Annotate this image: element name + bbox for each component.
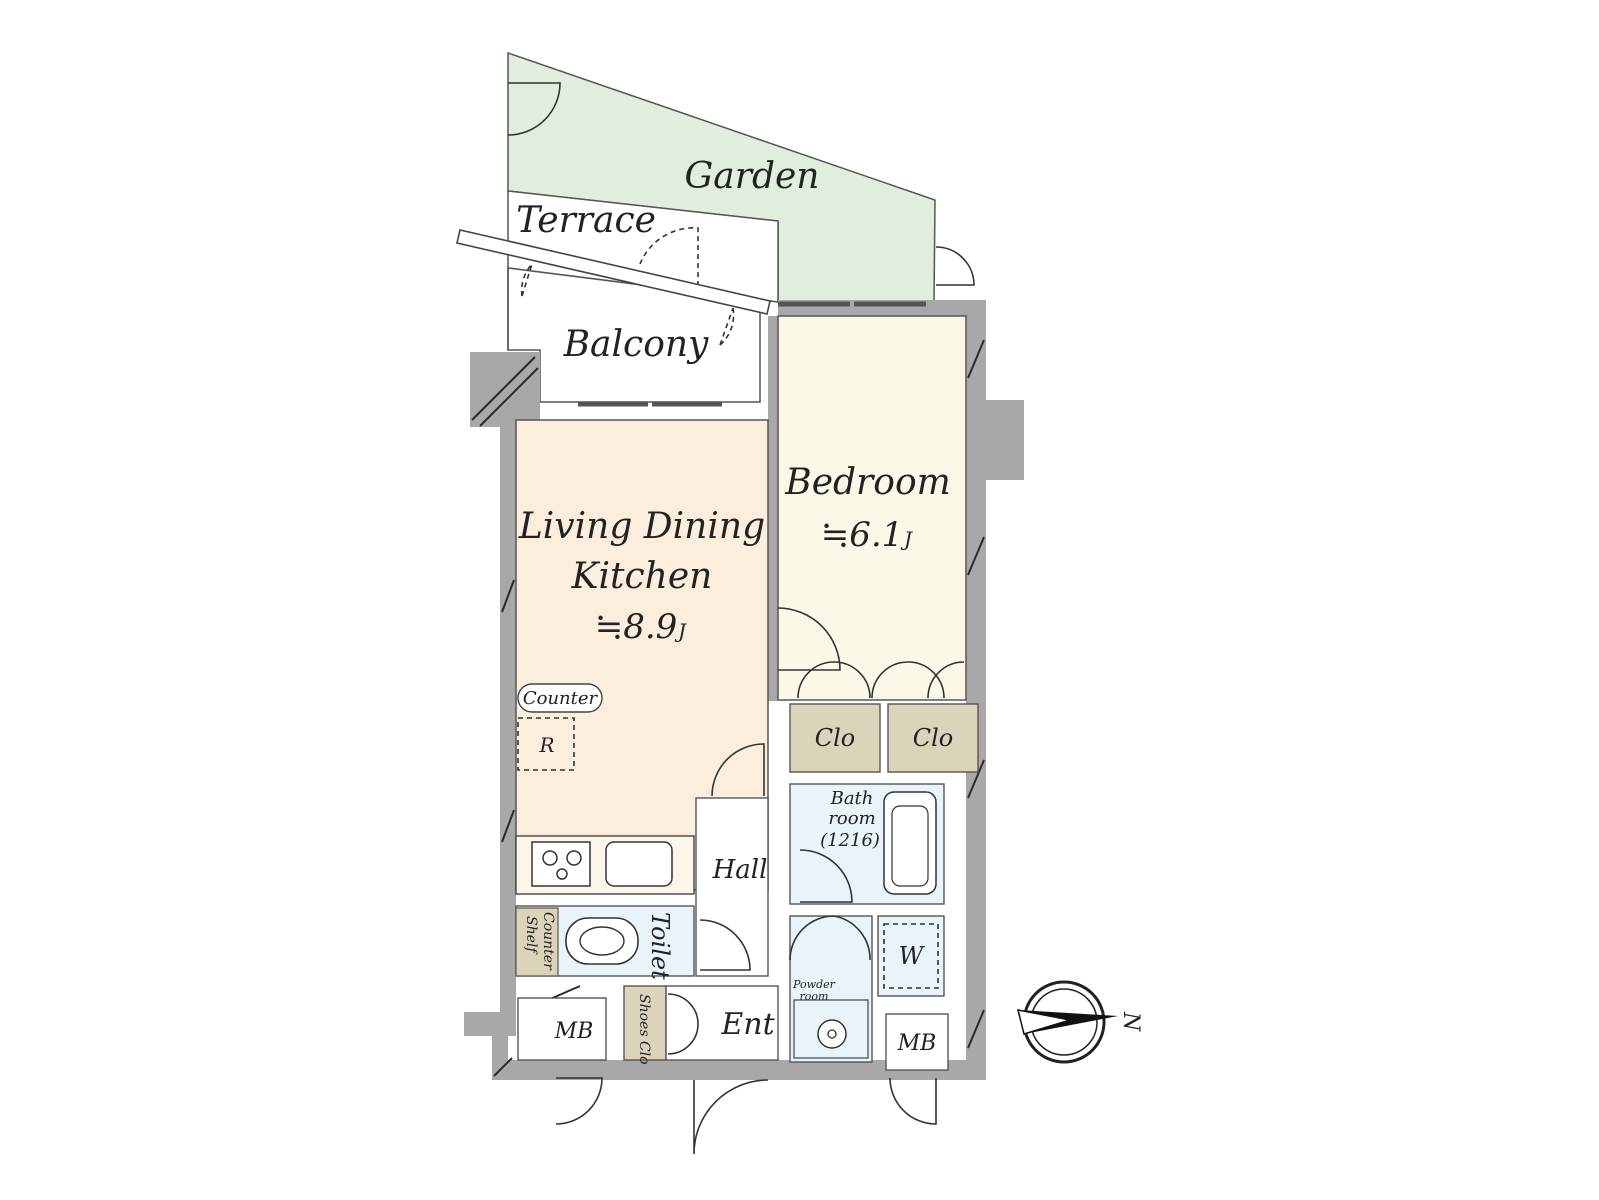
toilet-label: Toilet [646,912,674,980]
balcony-door-right [719,307,735,346]
entrance-door [693,1079,769,1155]
bedroom-size: ≒6.1 [821,515,904,555]
sink-icon [605,841,673,887]
bath-label-line3: (1216) [820,830,880,851]
garden-gate-door [507,82,561,136]
bathroom-door [799,849,853,903]
ldk-label-line2: Kitchen [571,556,713,597]
faucet-icon [827,1029,837,1039]
bedroom-door [777,607,841,671]
closet-2-label: Clo [913,724,954,752]
garden-side-door [935,246,975,286]
bedroom-size-unit: J [900,527,913,551]
bath-label-line1: Bath [830,788,874,809]
counter-shelf-label-2: Shelf [523,916,539,955]
bedroom-label: Bedroom [784,462,951,503]
hall-area [695,797,769,977]
meter-box-left [517,997,607,1061]
meter-box-left-label: MB [554,1019,594,1044]
ldk-size: ≒8.9 [595,607,678,647]
closet-1 [789,703,881,773]
garden-label: Garden [685,156,820,197]
shoes-clo-label: Shoes Clo [636,994,652,1065]
meter-box-right-door [889,1077,937,1125]
counter-shelf-label-1: Counter [540,912,556,971]
burner-icon [542,850,558,866]
toilet-door [699,919,751,971]
balcony-label: Balcony [563,324,709,365]
counter-label: Counter [523,688,599,709]
bathtub-icon [883,791,937,895]
closet-1-label: Clo [815,724,856,752]
hall-door [711,743,765,797]
ldk-label-line1: Living Dining [518,506,765,547]
refrigerator-space [517,717,575,771]
entrance-label: Ent [720,1007,775,1042]
powder-door [789,915,871,961]
meter-box-right-label: MB [897,1031,937,1056]
bedroom-room [777,315,967,701]
meter-box-right [885,1013,949,1071]
balcony-door-left [520,263,533,297]
compass-icon [1016,980,1118,1064]
burner-icon [566,850,582,866]
meter-box-left-door [555,1077,603,1125]
toilet-seat-icon [579,926,625,956]
terrace-divider-beam [456,229,771,315]
closet-door-icon [797,661,965,699]
terrace-label: Terrace [516,200,656,241]
shoes-closet [623,985,667,1061]
counter-shelf [515,907,559,977]
compass-north-label: N [1118,1011,1143,1032]
wall-hatching [471,339,985,1077]
washer-label: W [899,942,926,970]
powder-label-line2: room [800,990,829,1003]
toilet-icon [565,917,639,965]
shoes-closet-door [667,993,699,1055]
bath-label-line2: room [828,808,875,829]
bathtub-inner [891,805,929,887]
closet-2 [887,703,979,773]
walls [464,300,1024,1080]
ldk-counter-pill [517,683,603,713]
basin-icon [817,1019,847,1049]
washer-pan [883,923,939,989]
ldk-size-unit: J [674,619,687,643]
hall-label: Hall [712,855,768,885]
powder-label-line1: Powder [792,978,836,991]
burner-icon [556,868,568,880]
terrace-sliding-door [639,227,699,286]
washer-space [877,915,945,997]
refrigerator-label: R [538,733,554,757]
